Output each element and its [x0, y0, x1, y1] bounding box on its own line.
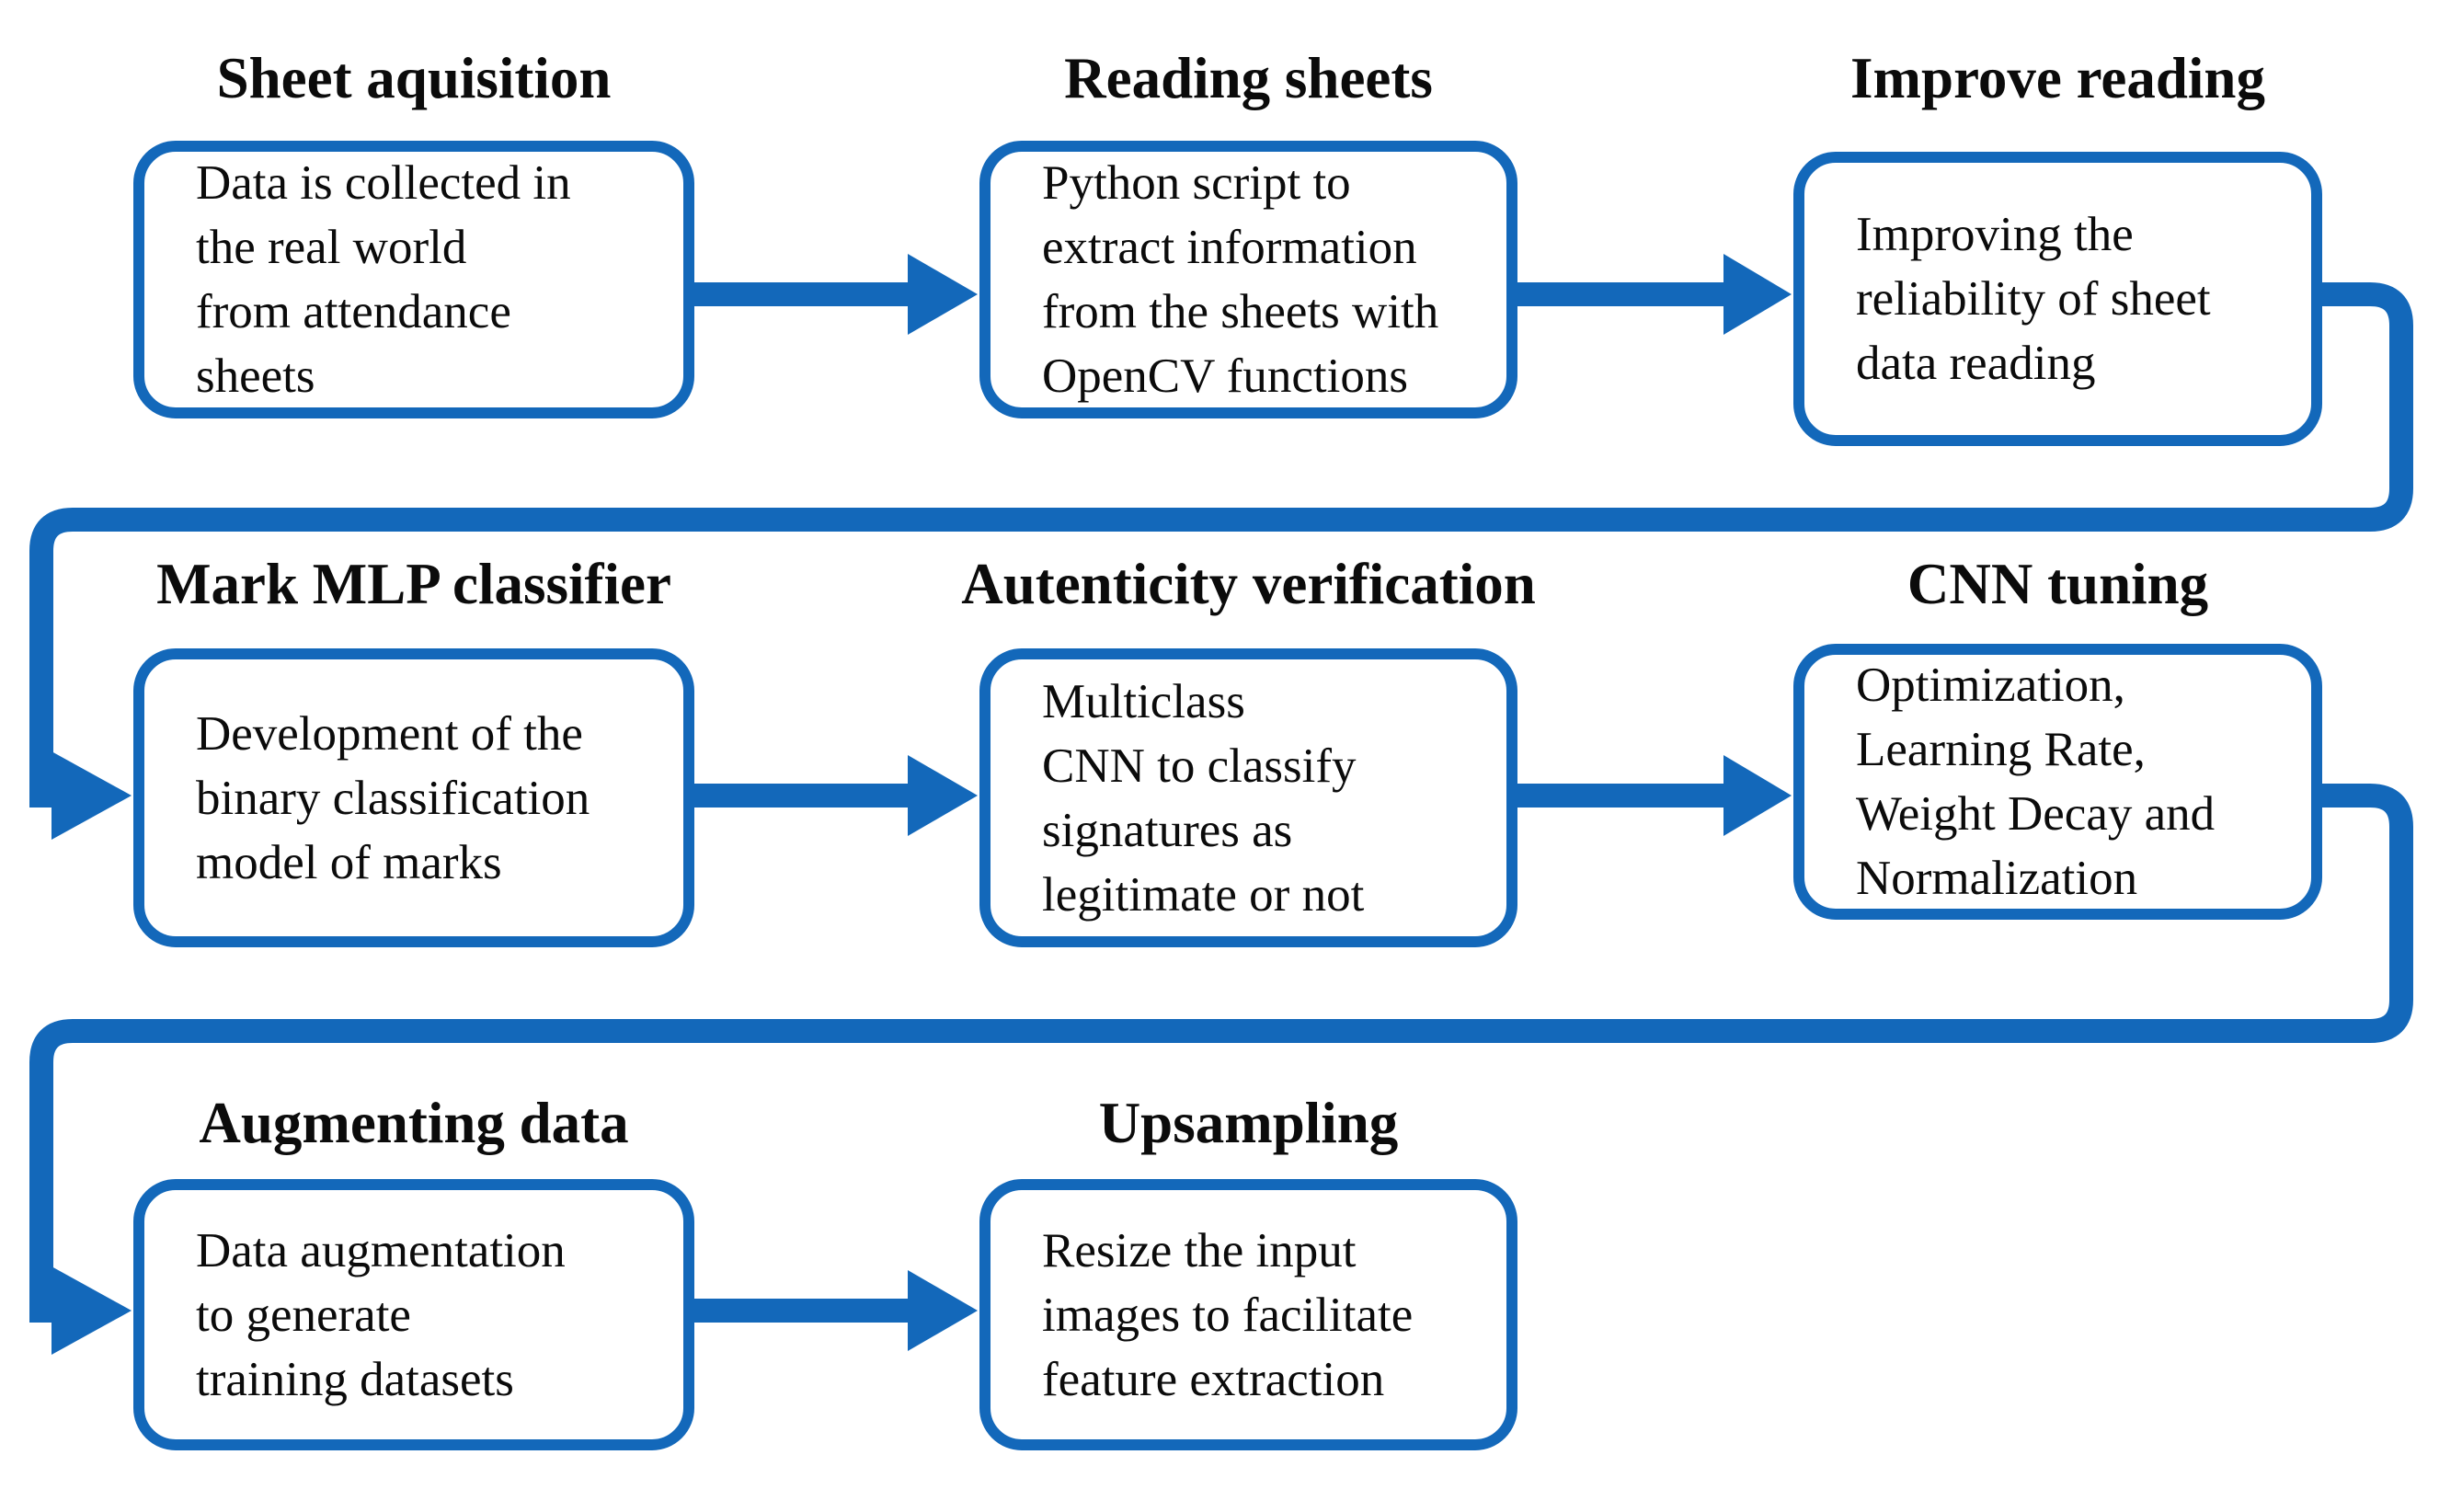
arrow-mark-mlp-to-autenticity-shaft	[691, 784, 910, 808]
step-title-upsampling: Upsampling	[1098, 1091, 1399, 1155]
step-box-mark-mlp-classifier: Development of the binary classification…	[133, 648, 694, 947]
arrow-into-augmenting-data-head	[52, 1266, 132, 1355]
arrow-augmenting-data-to-upsampling-shaft	[691, 1299, 910, 1323]
step-title-improve-reading: Improve reading	[1850, 46, 2265, 110]
step-body-reading-sheets: Python script to extract information fro…	[1042, 156, 1439, 403]
step-title-cnn-tuning: CNN tuning	[1907, 552, 2209, 616]
arrow-autenticity-to-cnn-tuning-shaft	[1516, 784, 1725, 808]
arrow-sheet-acquisition-to-reading-sheets-head	[908, 254, 978, 335]
step-body-improve-reading: Improving the reliability of sheet data …	[1856, 208, 2211, 390]
step-title-reading-sheets: Reading sheets	[1064, 46, 1433, 110]
arrow-mark-mlp-to-autenticity-head	[908, 755, 978, 836]
arrow-reading-sheets-to-improve-reading-head	[1723, 254, 1792, 335]
step-body-cnn-tuning: Optimization, Learning Rate, Weight Deca…	[1856, 659, 2216, 905]
step-title-sheet-acquisition: Sheet aquisition	[216, 46, 612, 110]
arrow-autenticity-to-cnn-tuning-head	[1723, 755, 1792, 836]
step-box-sheet-acquisition: Data is collected in the real world from…	[133, 141, 694, 418]
step-box-reading-sheets: Python script to extract information fro…	[979, 141, 1517, 418]
step-body-upsampling: Resize the input images to facilitate fe…	[1042, 1223, 1414, 1406]
step-body-sheet-acquisition: Data is collected in the real world from…	[196, 156, 571, 403]
step-body-autenticity-verification: Multiclass CNN to classify signatures as…	[1042, 674, 1365, 922]
step-title-mark-mlp-classifier: Mark MLP classifier	[156, 552, 671, 616]
wrap-connector-row1-to-row2	[29, 282, 2413, 808]
arrow-reading-sheets-to-improve-reading-shaft	[1516, 282, 1725, 306]
arrow-sheet-acquisition-to-reading-sheets-shaft	[691, 282, 910, 306]
step-box-upsampling: Resize the input images to facilitate fe…	[979, 1179, 1517, 1450]
step-box-augmenting-data: Data augmentation to generate training d…	[133, 1179, 694, 1450]
step-box-improve-reading: Improving the reliability of sheet data …	[1793, 152, 2322, 446]
step-title-augmenting-data: Augmenting data	[199, 1091, 629, 1155]
step-body-augmenting-data: Data augmentation to generate training d…	[196, 1223, 566, 1406]
step-title-autenticity-verification: Autenticity verification	[961, 552, 1536, 616]
arrow-into-mark-mlp-classifier-head	[52, 751, 132, 840]
step-body-mark-mlp-classifier: Development of the binary classification…	[196, 706, 590, 889]
step-box-cnn-tuning: Optimization, Learning Rate, Weight Deca…	[1793, 644, 2322, 920]
step-box-autenticity-verification: Multiclass CNN to classify signatures as…	[979, 648, 1517, 947]
wrap-connector-row2-to-row3	[29, 784, 2413, 1323]
arrow-augmenting-data-to-upsampling-head	[908, 1270, 978, 1351]
